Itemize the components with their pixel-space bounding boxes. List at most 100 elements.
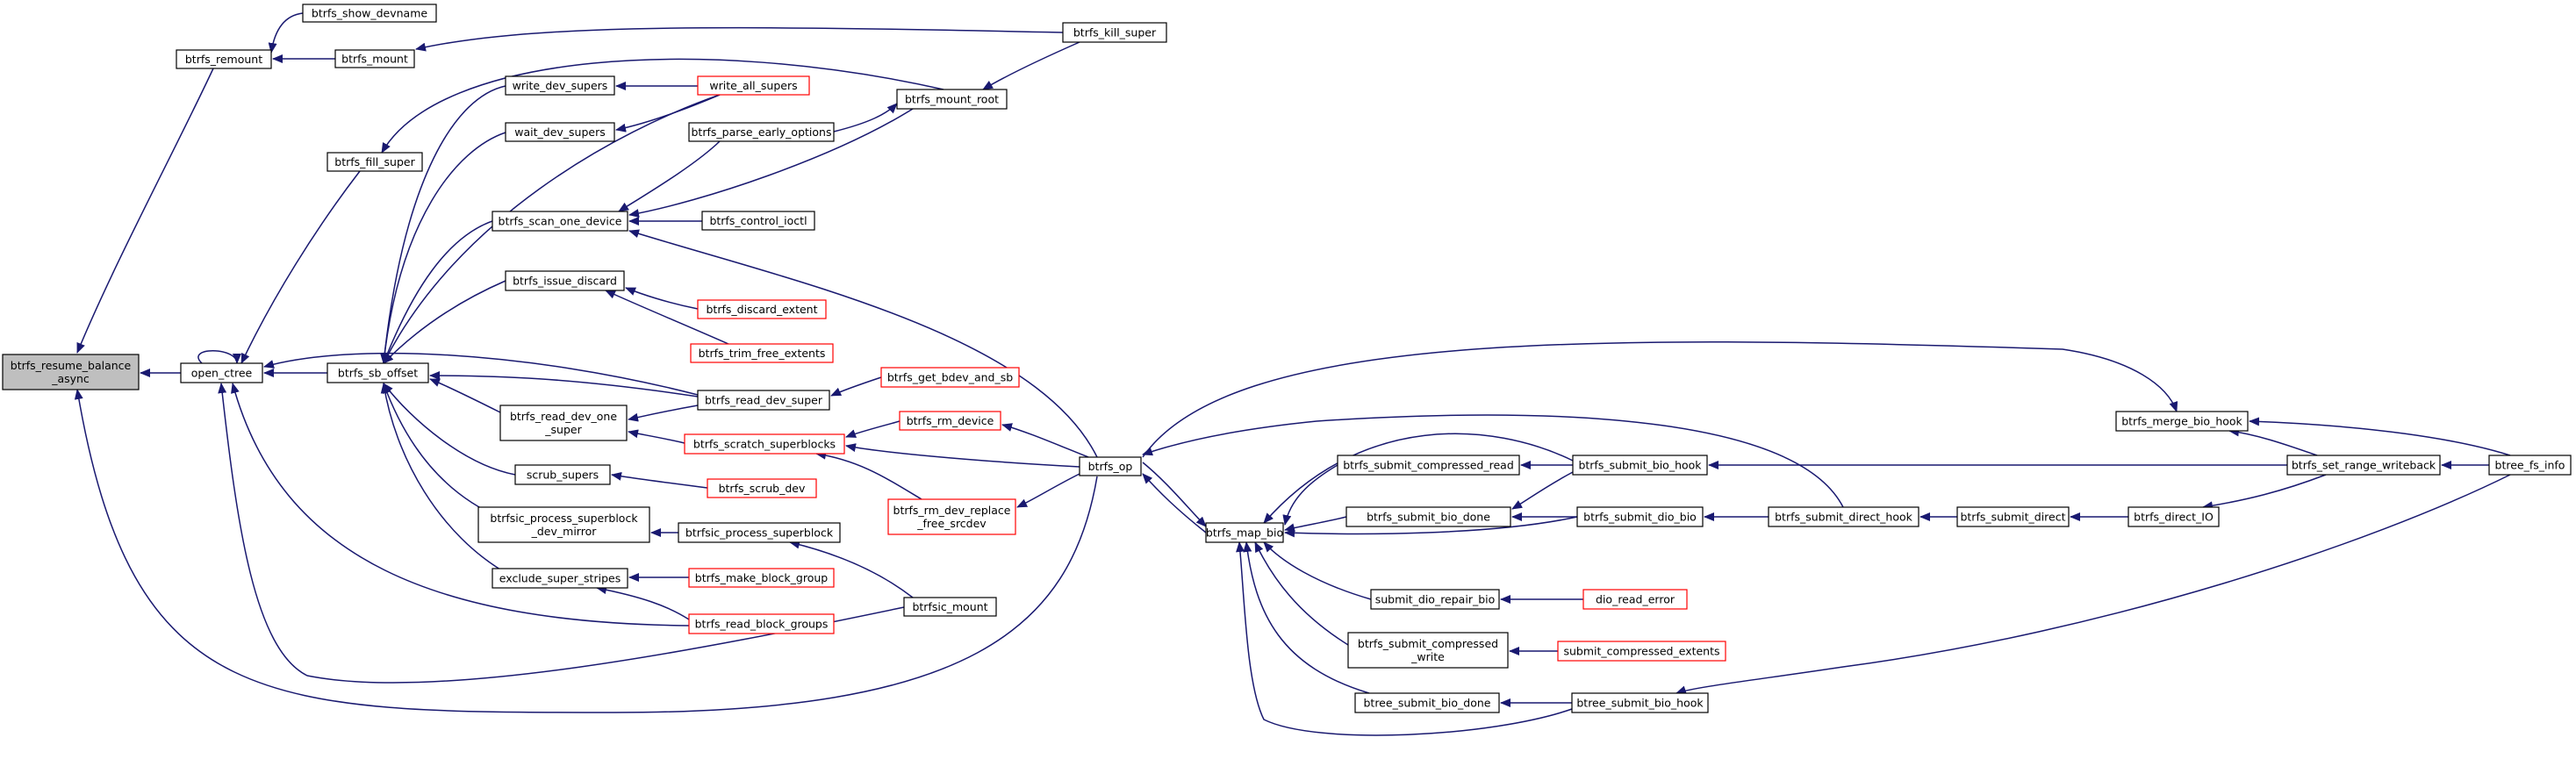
node-issue_discard[interactable]: btrfs_issue_discard bbox=[505, 270, 625, 291]
node-parse_early[interactable]: btrfs_parse_early_options bbox=[688, 122, 835, 142]
node-submit_compressed_write[interactable]: btrfs_submit_compressed_write bbox=[1347, 632, 1509, 669]
node-box bbox=[505, 75, 615, 96]
node-open_ctree[interactable]: open_ctree bbox=[180, 362, 263, 383]
node-btree_submit_bio_hook[interactable]: btree_submit_bio_hook bbox=[1571, 692, 1709, 713]
node-btrfs_op[interactable]: btrfs_op bbox=[1079, 456, 1142, 476]
node-label: write_all_supers bbox=[709, 79, 797, 92]
node-label: btrfs_trim_free_extents bbox=[699, 347, 826, 360]
node-remount[interactable]: btrfs_remount bbox=[176, 49, 272, 69]
node-label: btree_fs_info bbox=[2495, 459, 2565, 472]
node-box bbox=[492, 568, 628, 589]
node-submit_bio_done[interactable]: btrfs_submit_bio_done bbox=[1345, 506, 1511, 527]
node-process_sb_mirror[interactable]: btrfsic_process_superblock_dev_mirror bbox=[477, 506, 650, 543]
edge-get_bdev_and_sb-to-read_dev_super bbox=[830, 376, 882, 397]
edge-submit_dio_bio-to-map_bio bbox=[1284, 516, 1578, 538]
node-kill_super[interactable]: btrfs_kill_super bbox=[1062, 22, 1167, 43]
node-box bbox=[688, 613, 835, 634]
node-submit_direct_hook[interactable]: btrfs_submit_direct_hook bbox=[1768, 506, 1919, 527]
node-direct_io[interactable]: btrfs_direct_IO bbox=[2128, 506, 2220, 527]
node-dio_read_error[interactable]: dio_read_error bbox=[1582, 589, 1688, 610]
node-wait_dev_supers[interactable]: wait_dev_supers bbox=[505, 122, 615, 142]
node-label: btrfsic_mount bbox=[912, 600, 987, 613]
edge-btree_submit_bio_hook-to-map_bio bbox=[1236, 541, 1573, 736]
node-btree_fs_info[interactable]: btree_fs_info bbox=[2488, 455, 2572, 476]
node-scrub_supers[interactable]: scrub_supers bbox=[514, 464, 611, 485]
edge-btrfs_op-to-scan_one_device bbox=[628, 229, 1098, 458]
node-box bbox=[505, 122, 615, 142]
node-process_sb[interactable]: btrfsic_process_superblock bbox=[678, 522, 841, 543]
node-submit_dio_repair[interactable]: submit_dio_repair_bio bbox=[1370, 589, 1500, 610]
node-resume[interactable]: btrfs_resume_balance_async bbox=[2, 354, 140, 390]
node-scratch_superblocks[interactable]: btrfs_scratch_superblocks bbox=[684, 433, 845, 455]
node-submit_bio_hook[interactable]: btrfs_submit_bio_hook bbox=[1572, 455, 1708, 476]
node-submit_compressed_read[interactable]: btrfs_submit_compressed_read bbox=[1337, 455, 1520, 476]
node-box bbox=[899, 411, 1001, 431]
edge-exclude_super_stripes-to-sb_offset bbox=[380, 383, 510, 576]
edge-submit_bio_hook-to-submit_bio_done bbox=[1511, 471, 1574, 510]
node-control_ioctl[interactable]: btrfs_control_ioctl bbox=[701, 211, 815, 231]
node-mount_root[interactable]: btrfs_mount_root bbox=[896, 89, 1008, 110]
edge-fill_super-to-open_ctree bbox=[240, 170, 361, 364]
node-box bbox=[697, 75, 810, 96]
node-set_range_writeback[interactable]: btrfs_set_range_writeback bbox=[2286, 455, 2441, 476]
node-write_dev_supers[interactable]: write_dev_supers bbox=[505, 75, 615, 96]
edge-scrub_supers-to-sb_offset bbox=[383, 383, 516, 476]
node-submit_direct[interactable]: btrfs_submit_direct bbox=[1956, 506, 2070, 527]
node-box bbox=[180, 362, 263, 383]
node-write_all_supers[interactable]: write_all_supers bbox=[697, 75, 810, 96]
node-box bbox=[678, 522, 841, 543]
node-label: exclude_super_stripes bbox=[499, 572, 621, 585]
edge-read_block_groups-to-exclude_super_stripes bbox=[596, 585, 690, 620]
node-rm_dev_replace[interactable]: btrfs_rm_dev_replace_free_srcdev bbox=[887, 498, 1016, 535]
node-label: btrfs_op bbox=[1088, 460, 1133, 473]
node-make_block_group[interactable]: btrfs_make_block_group bbox=[688, 568, 835, 588]
node-discard_extent[interactable]: btrfs_discard_extent bbox=[697, 299, 827, 319]
node-label: btrfs_merge_bio_hook bbox=[2121, 415, 2242, 428]
edge-btrfs_op-to-resume bbox=[74, 389, 1098, 713]
node-box bbox=[326, 152, 423, 172]
node-rm_device[interactable]: btrfs_rm_device bbox=[899, 411, 1001, 431]
node-box bbox=[1582, 589, 1688, 610]
edge-read_block_groups-to-open_ctree bbox=[231, 383, 690, 627]
node-label: btrfs_sb_offset bbox=[338, 367, 418, 380]
node-box bbox=[1572, 455, 1708, 476]
node-scrub_dev[interactable]: btrfs_scrub_dev bbox=[707, 478, 817, 498]
edge-submit_compressed_write-to-map_bio bbox=[1254, 541, 1349, 646]
node-btrfsic_mount[interactable]: btrfsic_mount bbox=[903, 597, 997, 617]
node-label: _super bbox=[544, 423, 582, 436]
node-label: _dev_mirror bbox=[531, 525, 598, 538]
node-read_dev_super[interactable]: btrfs_read_dev_super bbox=[697, 390, 830, 411]
node-mount[interactable]: btrfs_mount bbox=[334, 49, 415, 68]
node-get_bdev_and_sb[interactable]: btrfs_get_bdev_and_sb bbox=[880, 367, 1020, 388]
edge-read_dev_super-to-open_ctree bbox=[263, 352, 699, 396]
node-map_bio[interactable]: btrfs_map_bio bbox=[1205, 522, 1284, 543]
node-submit_compressed_extents[interactable]: submit_compressed_extents bbox=[1557, 641, 1726, 662]
edge-btrfsic_mount-to-process_sb bbox=[789, 540, 914, 598]
node-btree_submit_bio_done[interactable]: btree_submit_bio_done bbox=[1354, 692, 1500, 713]
node-box bbox=[1956, 506, 2070, 527]
node-box bbox=[334, 49, 415, 68]
edge-submit_bio_done-to-map_bio bbox=[1284, 516, 1347, 533]
edge-merge_bio_hook-to-btrfs_op bbox=[1142, 341, 2178, 458]
node-scan_one_device[interactable]: btrfs_scan_one_device bbox=[492, 211, 628, 232]
node-submit_dio_bio[interactable]: btrfs_submit_dio_bio bbox=[1576, 506, 1704, 527]
node-box bbox=[1571, 692, 1709, 713]
node-box bbox=[1347, 632, 1509, 669]
edge-parse_early-to-scan_one_device bbox=[618, 140, 721, 212]
edge-submit_bio_hook-to-map_bio bbox=[1263, 433, 1574, 524]
node-exclude_super_stripes[interactable]: exclude_super_stripes bbox=[492, 568, 628, 589]
node-show_devname[interactable]: btrfs_show_devname bbox=[302, 4, 437, 23]
edge-submit_dio_repair-to-map_bio bbox=[1263, 541, 1372, 600]
node-label: _free_srcdev bbox=[916, 517, 987, 530]
node-label: btrfs_scratch_superblocks bbox=[693, 438, 836, 451]
node-fill_super[interactable]: btrfs_fill_super bbox=[326, 152, 423, 172]
edge-rm_device-to-scratch_superblocks bbox=[845, 420, 901, 438]
node-read_dev_one_super[interactable]: btrfs_read_dev_one_super bbox=[499, 405, 628, 441]
node-sb_offset[interactable]: btrfs_sb_offset bbox=[326, 362, 429, 383]
edge-btrfsic_mount-to-open_ctree bbox=[218, 383, 905, 684]
node-label: btrfs_scan_one_device bbox=[499, 215, 622, 228]
node-read_block_groups[interactable]: btrfs_read_block_groups bbox=[688, 613, 835, 634]
node-trim_free_extents[interactable]: btrfs_trim_free_extents bbox=[690, 343, 834, 363]
node-merge_bio_hook[interactable]: btrfs_merge_bio_hook bbox=[2115, 411, 2249, 432]
node-box bbox=[896, 89, 1008, 110]
